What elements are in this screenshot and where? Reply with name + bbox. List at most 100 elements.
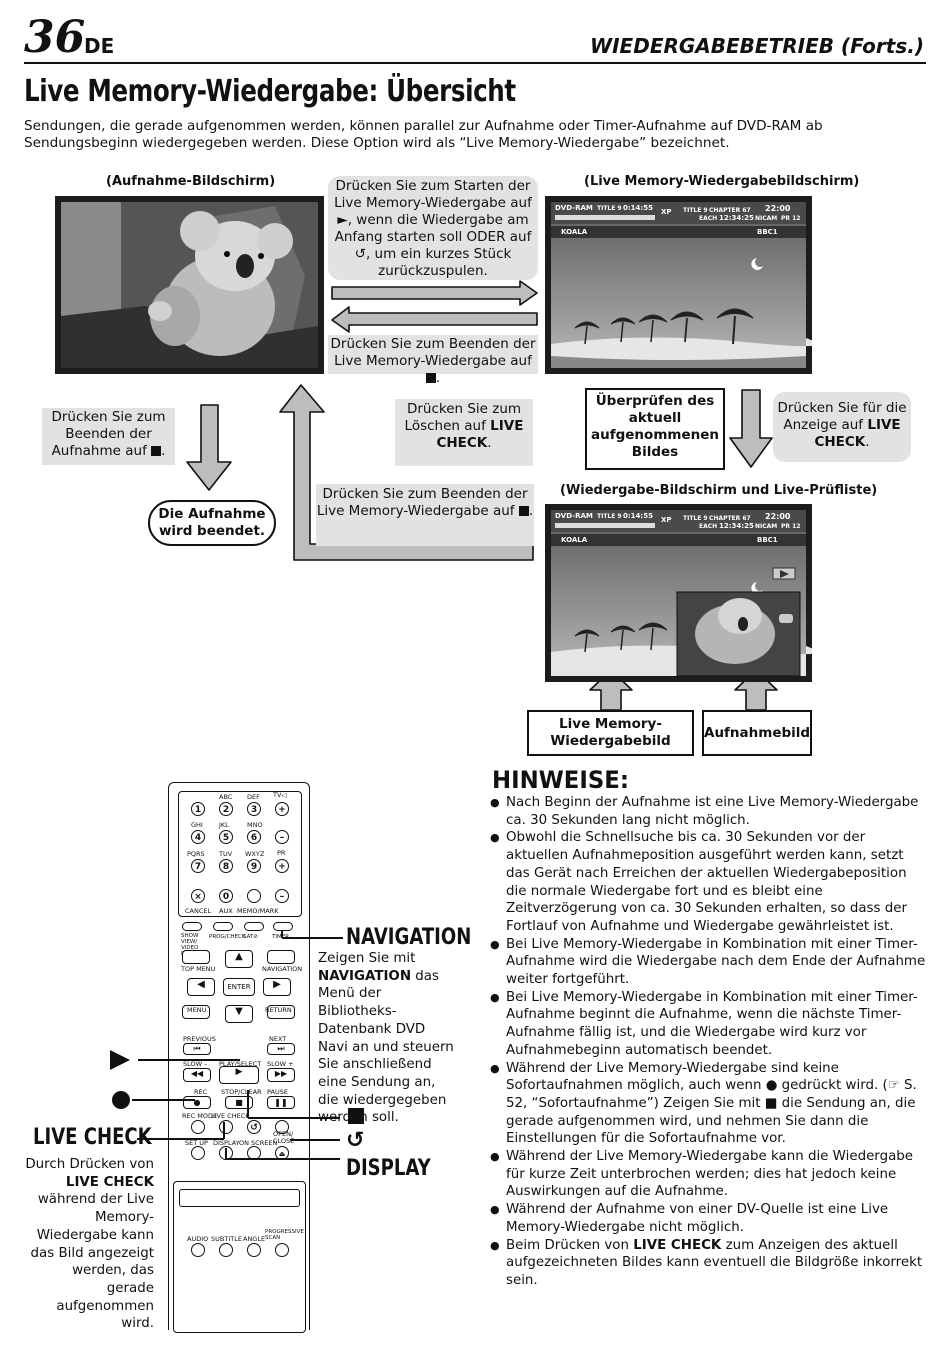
page-number: 36 bbox=[24, 12, 86, 63]
key-4[interactable]: 4 bbox=[191, 830, 205, 844]
key-pause[interactable]: ❚❚ bbox=[267, 1096, 295, 1109]
key-navigation[interactable] bbox=[267, 950, 295, 964]
osd-title9: TITLE 9 bbox=[597, 205, 622, 212]
navigation-title: NAVIGATION bbox=[346, 925, 472, 950]
key-previous[interactable]: ⏮ bbox=[183, 1043, 211, 1055]
remote-control: ABC DEF TV◁ 1 2 3 + GHI JKL MNO 4 5 6 – … bbox=[168, 782, 310, 1333]
key-label-tv: TV◁ bbox=[273, 791, 287, 799]
language-tag: DE bbox=[84, 34, 115, 58]
key-6[interactable]: 6 bbox=[247, 830, 261, 844]
key-play[interactable]: ▶ bbox=[219, 1066, 259, 1084]
osd-title9: TITLE 9 bbox=[597, 513, 622, 520]
cover-slot bbox=[179, 1189, 300, 1207]
key-8[interactable]: 8 bbox=[219, 859, 233, 873]
key-angle[interactable] bbox=[247, 1243, 261, 1257]
check-current-box: Überprüfen des aktuell aufgenommenen Bil… bbox=[585, 388, 725, 470]
key-1[interactable]: 1 bbox=[191, 802, 205, 816]
key-cancel[interactable]: × bbox=[191, 889, 205, 903]
key-rewind[interactable]: ◀◀ bbox=[183, 1068, 211, 1082]
key-label-memo: MEMO/MARK bbox=[237, 907, 279, 915]
osd-dvdram: DVD-RAM bbox=[555, 204, 593, 212]
key-label-ghi: GHI bbox=[191, 821, 203, 829]
key-label-sat: SAT⊘ bbox=[243, 934, 258, 940]
osd-each: EACH bbox=[699, 523, 718, 530]
live-check-word: LIVE CHECK bbox=[436, 418, 524, 451]
key-pr-plus[interactable]: + bbox=[275, 859, 289, 873]
osd-nicam: NICAM bbox=[755, 523, 778, 530]
key-label-audio: AUDIO bbox=[187, 1235, 209, 1243]
key-memo[interactable] bbox=[247, 889, 261, 903]
key-tv-plus[interactable]: + bbox=[275, 802, 289, 816]
live-check-word: LIVE CHECK bbox=[814, 417, 901, 450]
key-3[interactable]: 3 bbox=[247, 802, 261, 816]
key-rewind-short[interactable]: ↺ bbox=[247, 1120, 261, 1134]
key-skip[interactable] bbox=[275, 1120, 289, 1134]
key-audio[interactable] bbox=[191, 1243, 205, 1257]
key-return[interactable] bbox=[267, 1005, 295, 1019]
arrow-down-right bbox=[729, 389, 773, 468]
key-forward[interactable]: ▶▶ bbox=[267, 1068, 295, 1082]
remote-callouts bbox=[110, 930, 343, 1160]
key-showview[interactable] bbox=[182, 922, 202, 931]
osd-clock: 22:00 bbox=[765, 512, 791, 521]
rec-screen bbox=[55, 196, 324, 374]
osd-title: TITLE 9 bbox=[683, 207, 708, 214]
key-enter[interactable]: ENTER bbox=[223, 978, 255, 996]
key-progressive[interactable] bbox=[275, 1243, 289, 1257]
key-label-navigation: NAVIGATION bbox=[262, 965, 303, 973]
key-label-onscreen: ON SCREEN bbox=[239, 1139, 278, 1147]
osd-chapter: CHAPTER 67 bbox=[709, 207, 751, 214]
osd-clock: 22:00 bbox=[765, 204, 791, 213]
key-9[interactable]: 9 bbox=[247, 859, 261, 873]
end-live-text-2: Drücken Sie zum Beenden der Live Memory-… bbox=[316, 486, 528, 519]
osd-station: BBC1 bbox=[757, 536, 778, 544]
livecheck-text: Durch Drücken von LIVE CHECK während der… bbox=[25, 1157, 154, 1332]
osd-time1: 0:14:55 bbox=[623, 204, 653, 212]
osd-bar-check: DVD-RAM TITLE 9 0:14:55 XP TITLE 9 CHAPT… bbox=[551, 510, 806, 546]
key-progcheck[interactable] bbox=[213, 922, 233, 931]
key-pr-minus[interactable]: – bbox=[275, 889, 289, 903]
key-subtitle[interactable] bbox=[219, 1243, 233, 1257]
key-recmode[interactable] bbox=[191, 1120, 205, 1134]
key-label-progcheck: PROG/CHECK bbox=[209, 934, 246, 940]
key-7[interactable]: 7 bbox=[191, 859, 205, 873]
key-label-open: OPEN/ CLOSE bbox=[273, 1130, 295, 1145]
rec-screen-label: (Aufnahme-Bildschirm) bbox=[106, 174, 276, 189]
key-label-def: DEF bbox=[247, 793, 260, 801]
osd-chapter: CHAPTER 67 bbox=[709, 515, 751, 522]
key-label-angle: ANGLE bbox=[243, 1235, 266, 1243]
key-label-timer: TIMER bbox=[272, 934, 290, 940]
key-topmenu[interactable] bbox=[182, 950, 210, 964]
key-label-pqrs: PQRS bbox=[187, 850, 205, 858]
key-menu[interactable] bbox=[182, 1005, 210, 1019]
key-open[interactable]: ⏏ bbox=[275, 1146, 289, 1160]
stop-icon bbox=[151, 446, 162, 456]
header-rule bbox=[24, 62, 926, 64]
key-tv-minus[interactable]: – bbox=[275, 830, 289, 844]
key-0[interactable]: 0 bbox=[219, 889, 233, 903]
key-5[interactable]: 5 bbox=[219, 830, 233, 844]
key-livecheck[interactable] bbox=[219, 1120, 233, 1134]
note-item: Während der Live Memory-Wiedergabe sind … bbox=[490, 1060, 926, 1149]
rec-ended-box: Die Aufnahme wird beendet. bbox=[148, 500, 276, 546]
start-box: Drücken Sie zum Starten der Live Memory-… bbox=[328, 176, 538, 280]
check-screen-label: (Wiedergabe-Bildschirm und Live-Prüflist… bbox=[560, 483, 878, 498]
navigation-text: Zeigen Sie mit NAVIGATION das Menü der B… bbox=[318, 951, 454, 1126]
key-2[interactable]: 2 bbox=[219, 802, 233, 816]
key-stop[interactable]: ■ bbox=[225, 1096, 253, 1109]
note-item: Obwohl die Schnellsuche bis ca. 30 Sekun… bbox=[490, 829, 926, 935]
key-label-recmode: REC MODE bbox=[182, 1112, 218, 1120]
osd-time1: 0:14:55 bbox=[623, 512, 653, 520]
key-sat[interactable] bbox=[244, 922, 264, 931]
arrow-right bbox=[331, 280, 538, 306]
key-right[interactable]: ▶ bbox=[263, 978, 291, 996]
koala-image bbox=[61, 202, 318, 368]
key-setup[interactable] bbox=[191, 1146, 205, 1160]
key-left[interactable]: ◀ bbox=[187, 978, 215, 996]
osd-name: KOALA bbox=[561, 228, 588, 236]
key-up[interactable]: ▲ bbox=[225, 950, 253, 968]
note-item: Während der Live Memory-Wiedergabe kann … bbox=[490, 1148, 926, 1201]
key-label-setup: SET UP bbox=[185, 1139, 208, 1147]
key-down[interactable]: ▼ bbox=[225, 1005, 253, 1023]
key-next[interactable]: ⏭ bbox=[267, 1043, 295, 1055]
